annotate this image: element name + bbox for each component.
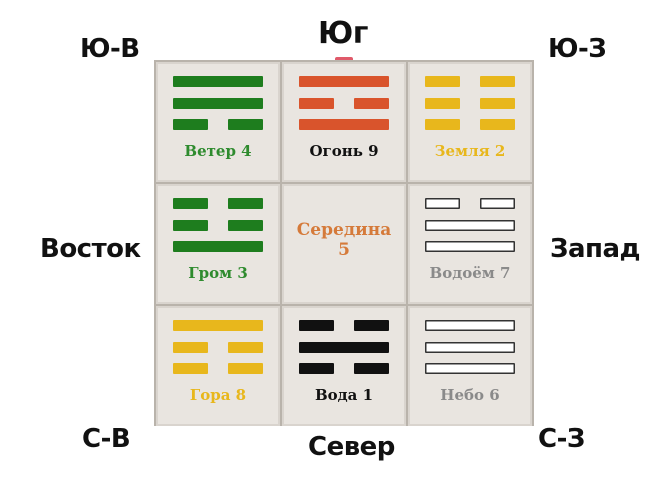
trigram-segment	[228, 119, 263, 130]
trigram-line-broken	[425, 76, 515, 87]
trigram-segment	[299, 363, 334, 374]
label-thunder: Гром 3	[188, 264, 248, 282]
trigram-segment	[299, 320, 334, 331]
bagua-grid: Ветер 4 Огонь 9 Земля 2 Гром 3 Середина …	[154, 60, 534, 426]
trigram-line-solid	[299, 76, 389, 87]
trigram-segment	[425, 76, 460, 87]
label-water: Вода 1	[314, 386, 374, 404]
trigram-line-solid	[425, 241, 515, 252]
direction-southeast: Ю-В	[80, 34, 140, 64]
trigram-segment	[173, 320, 263, 331]
trigram-line-broken	[425, 198, 515, 209]
trigram-line-broken	[173, 198, 263, 209]
trigram-segment	[173, 98, 263, 109]
label-wind: Ветер 4	[184, 142, 252, 160]
trigram-line-solid	[173, 241, 263, 252]
trigram-segment	[480, 119, 515, 130]
trigram-line-broken	[299, 98, 389, 109]
cell-wind: Ветер 4	[156, 62, 280, 182]
direction-north: Север	[308, 432, 395, 462]
label-heaven: Небо 6	[440, 386, 500, 404]
trigram-line-solid	[173, 76, 263, 87]
trigram-lake	[425, 198, 515, 252]
trigram-segment	[173, 119, 208, 130]
trigram-line-broken	[425, 98, 515, 109]
direction-east: Восток	[40, 234, 141, 264]
trigram-segment	[299, 342, 389, 353]
trigram-line-solid	[299, 342, 389, 353]
trigram-line-broken	[425, 119, 515, 130]
trigram-segment	[425, 363, 515, 374]
trigram-segment	[480, 98, 515, 109]
trigram-line-solid	[425, 363, 515, 374]
cell-mountain: Гора 8	[156, 306, 280, 426]
trigram-segment	[173, 241, 263, 252]
trigram-segment	[354, 320, 389, 331]
trigram-segment	[425, 320, 515, 331]
trigram-fire	[299, 76, 389, 130]
trigram-segment	[299, 119, 389, 130]
cell-thunder: Гром 3	[156, 184, 280, 304]
trigram-segment	[173, 76, 263, 87]
trigram-segment	[228, 342, 263, 353]
trigram-segment	[425, 119, 460, 130]
cell-fire: Огонь 9	[282, 62, 406, 182]
direction-south: Юг	[318, 16, 368, 51]
cell-lake: Водоём 7	[408, 184, 532, 304]
trigram-segment	[425, 198, 460, 209]
cell-earth: Земля 2	[408, 62, 532, 182]
cell-water: Вода 1	[282, 306, 406, 426]
trigram-segment	[228, 220, 263, 231]
trigram-segment	[354, 98, 389, 109]
trigram-line-broken	[173, 119, 263, 130]
trigram-line-broken	[173, 363, 263, 374]
trigram-thunder	[173, 198, 263, 252]
label-lake: Водоём 7	[429, 264, 511, 282]
trigram-line-broken	[299, 320, 389, 331]
trigram-wind	[173, 76, 263, 130]
label-center-name: Середина	[296, 220, 392, 240]
trigram-water	[299, 320, 389, 374]
label-fire: Огонь 9	[309, 142, 379, 160]
trigram-line-solid	[173, 320, 263, 331]
direction-southwest: Ю-З	[548, 34, 607, 64]
trigram-segment	[228, 198, 263, 209]
trigram-line-solid	[425, 320, 515, 331]
trigram-segment	[480, 76, 515, 87]
label-mountain: Гора 8	[189, 386, 247, 404]
direction-northwest: С-З	[538, 424, 585, 454]
trigram-earth	[425, 76, 515, 130]
trigram-segment	[173, 220, 208, 231]
trigram-line-solid	[425, 220, 515, 231]
trigram-line-solid	[173, 98, 263, 109]
label-center: Середина 5	[282, 220, 406, 260]
trigram-segment	[354, 363, 389, 374]
trigram-segment	[173, 198, 208, 209]
trigram-segment	[299, 76, 389, 87]
trigram-segment	[480, 198, 515, 209]
direction-west: Запад	[550, 234, 641, 264]
direction-northeast: С-В	[82, 424, 131, 454]
trigram-line-broken	[173, 342, 263, 353]
trigram-mountain	[173, 320, 263, 374]
trigram-segment	[425, 342, 515, 353]
trigram-line-solid	[425, 342, 515, 353]
trigram-line-broken	[173, 220, 263, 231]
label-center-number: 5	[338, 240, 350, 260]
trigram-segment	[173, 363, 208, 374]
trigram-segment	[425, 98, 460, 109]
trigram-segment	[425, 241, 515, 252]
trigram-segment	[425, 220, 515, 231]
trigram-segment	[228, 363, 263, 374]
trigram-segment	[173, 342, 208, 353]
trigram-heaven	[425, 320, 515, 374]
label-earth: Земля 2	[434, 142, 506, 160]
trigram-segment	[299, 98, 334, 109]
south-marker	[335, 57, 353, 62]
trigram-line-broken	[299, 363, 389, 374]
cell-heaven: Небо 6	[408, 306, 532, 426]
cell-center: Середина 5	[282, 184, 406, 304]
trigram-line-solid	[299, 119, 389, 130]
